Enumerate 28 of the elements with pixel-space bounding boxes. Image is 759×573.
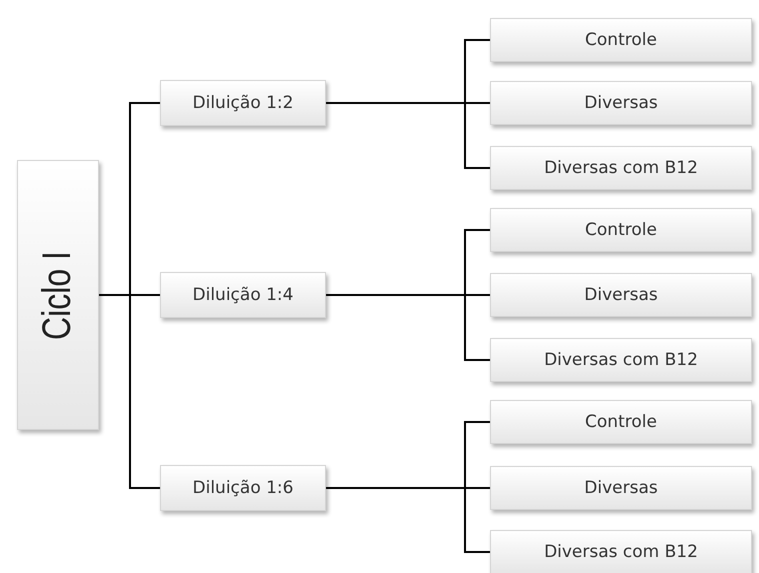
process-box [490, 208, 752, 252]
node-label: Diluição 1:2 [192, 93, 294, 113]
process-box [490, 18, 752, 62]
process-box [160, 272, 326, 318]
cycle-box [17, 160, 99, 430]
connector-line [99, 294, 160, 489]
process-box [160, 465, 326, 511]
process-box [490, 273, 752, 317]
node-label: Controle [585, 220, 657, 240]
node-label: Diversas [584, 93, 658, 113]
process-box [490, 400, 752, 444]
node-label: Controle [585, 30, 657, 50]
process-box [490, 466, 752, 510]
node-label: Diversas com B12 [544, 350, 698, 370]
process-box [490, 81, 752, 125]
node-label: Diversas [584, 285, 658, 305]
process-box [490, 338, 752, 382]
process-box [160, 80, 326, 126]
node-label: Controle [585, 412, 657, 432]
node-label: Diversas com B12 [544, 542, 698, 562]
process-box [490, 146, 752, 190]
process-box [490, 530, 752, 573]
connector-line [326, 487, 490, 553]
node-label: Diversas [584, 478, 658, 498]
node-label: Diluição 1:6 [192, 478, 294, 498]
node-label: Diversas com B12 [544, 158, 698, 178]
node-label: Diluição 1:4 [192, 285, 294, 305]
node-label: Ciclo I [36, 250, 80, 340]
